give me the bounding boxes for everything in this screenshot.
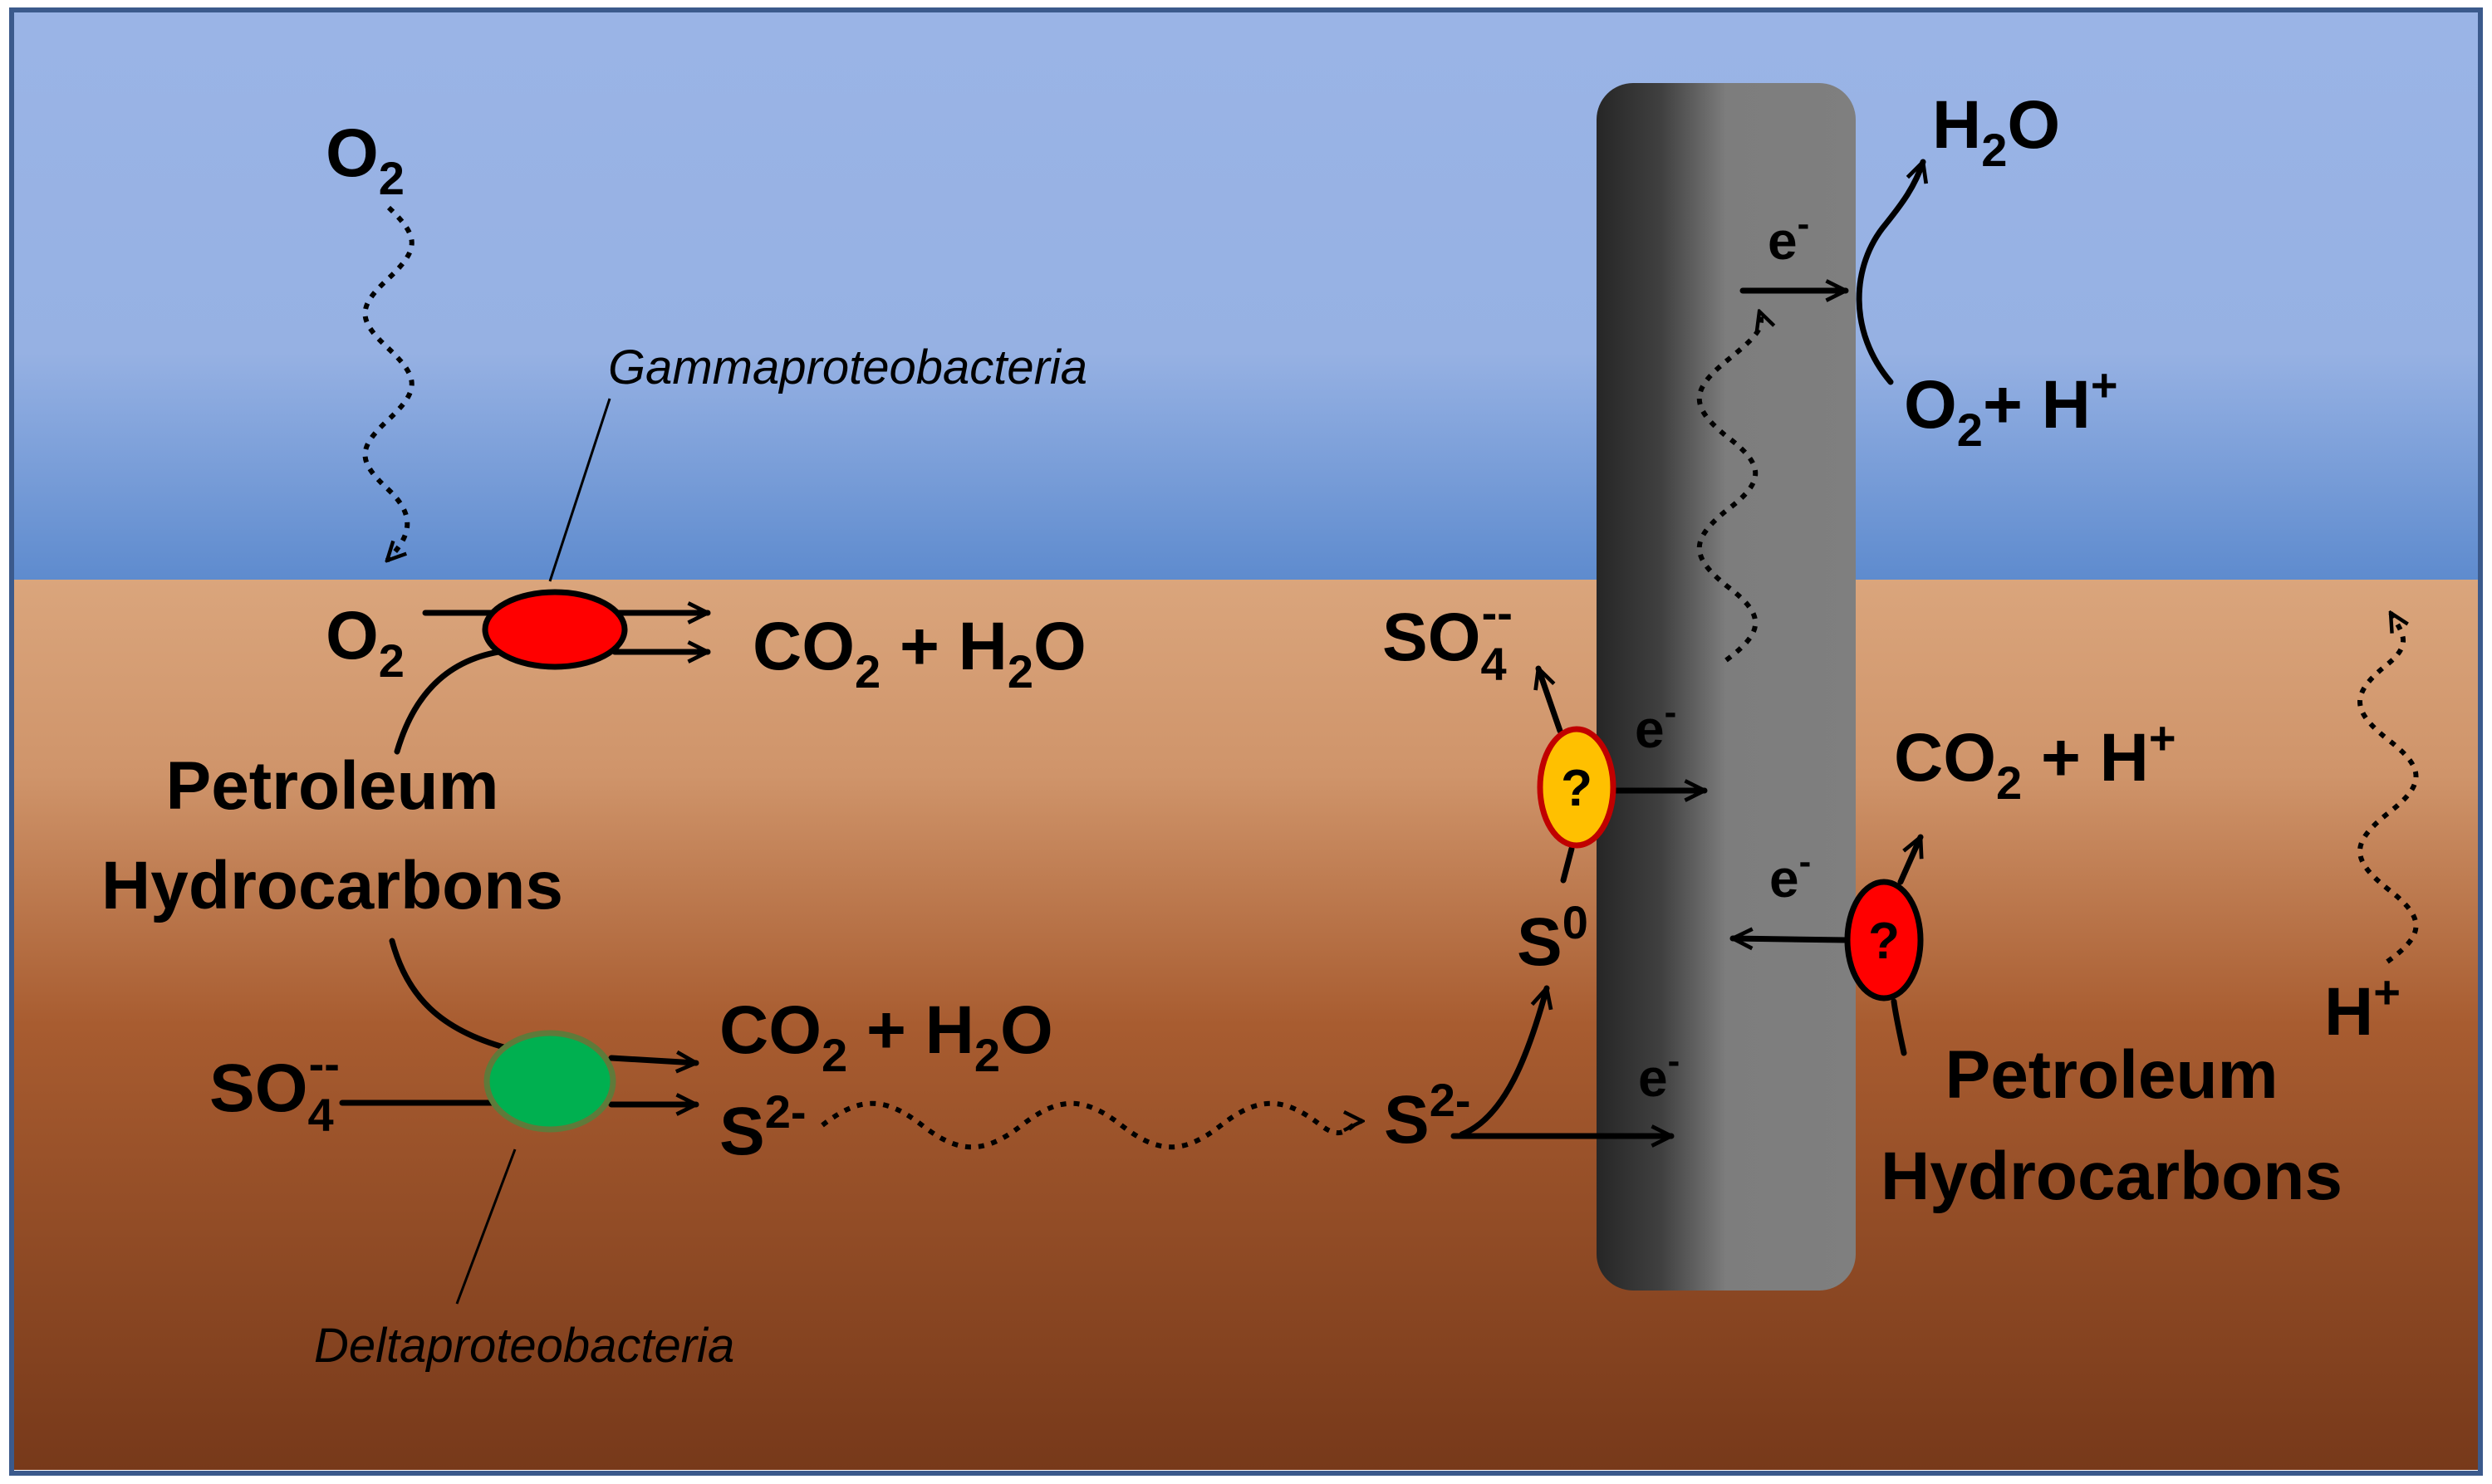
gammaproteobacteria-label: Gammaproteobacteria bbox=[608, 340, 1087, 394]
s2-to-s0-arrow bbox=[1459, 988, 1547, 1138]
electrode-rod bbox=[1597, 83, 1856, 1291]
red-to-electrode-arrow bbox=[1729, 938, 1849, 940]
question-mark-yellow: ? bbox=[1561, 760, 1592, 817]
h2o-right-label: H2O bbox=[1932, 87, 2060, 176]
o2-h-plus-label: O2+ H+ bbox=[1904, 359, 2118, 456]
deltaproteobacteria-cell bbox=[483, 1030, 616, 1133]
o2-diffusion-arrow bbox=[362, 205, 415, 561]
o2-top-label: O2 bbox=[326, 115, 405, 204]
oxygen-reduction-arrow bbox=[1856, 162, 1923, 385]
gamma-leader-line bbox=[548, 398, 611, 582]
e-minus-red-label: e- bbox=[1769, 841, 1811, 909]
unknown-microbe-yellow bbox=[1537, 726, 1616, 849]
e-minus-top-label: e- bbox=[1768, 203, 1809, 271]
petroleum-to-red-line bbox=[1891, 998, 1907, 1056]
red-to-co2-arrow bbox=[1897, 837, 1921, 885]
co2-h2o-bottom-label: CO2 + H2O bbox=[719, 992, 1053, 1081]
deltaproteobacteria-label: Deltaproteobacteria bbox=[314, 1319, 734, 1373]
delta-to-co2-arrow bbox=[608, 1058, 696, 1063]
electron-conduction-wave bbox=[1696, 311, 1761, 663]
e-minus-yellow-label: e- bbox=[1635, 692, 1676, 759]
delta-leader-line bbox=[455, 1149, 517, 1305]
petroleum-left-line1: Petroleum bbox=[166, 748, 499, 824]
sediment-layer bbox=[13, 580, 2479, 1470]
o2-left-label: O2 bbox=[326, 598, 405, 687]
so4-right-label: SO4-- bbox=[1382, 586, 1513, 690]
petroleum-right-line2: Hydrocarbons bbox=[1881, 1139, 2342, 1214]
figure-border bbox=[9, 7, 2483, 1476]
petroleum-to-delta-curve bbox=[389, 938, 510, 1051]
sulfide-diffusion-arrow bbox=[821, 1100, 1362, 1150]
petroleum-right-line1: Petroleum bbox=[1945, 1037, 2279, 1113]
yellow-to-so4-arrow bbox=[1538, 669, 1563, 734]
gammaproteobacteria-cell bbox=[482, 589, 628, 670]
e-minus-bottom-label: e- bbox=[1638, 1041, 1680, 1108]
water-layer bbox=[13, 12, 2479, 580]
petroleum-to-gamma-curve bbox=[394, 647, 514, 755]
co2-h-plus-label: CO2 + H+ bbox=[1894, 712, 2176, 809]
s0-label: S0 bbox=[1517, 896, 1588, 980]
s2-right-label: S2- bbox=[1384, 1074, 1471, 1158]
question-mark-red: ? bbox=[1868, 913, 1900, 970]
s0-to-yellow-line bbox=[1560, 845, 1575, 884]
so4-left-label: SO4-- bbox=[209, 1037, 340, 1141]
s2-left-label: S2- bbox=[719, 1085, 807, 1169]
petroleum-left-line2: Hydrocarbons bbox=[101, 848, 563, 923]
h-plus-right-label: H+ bbox=[2324, 966, 2401, 1050]
co2-h2o-top-label: CO2 + H2O bbox=[753, 609, 1087, 698]
unknown-microbe-red bbox=[1844, 879, 1924, 1002]
